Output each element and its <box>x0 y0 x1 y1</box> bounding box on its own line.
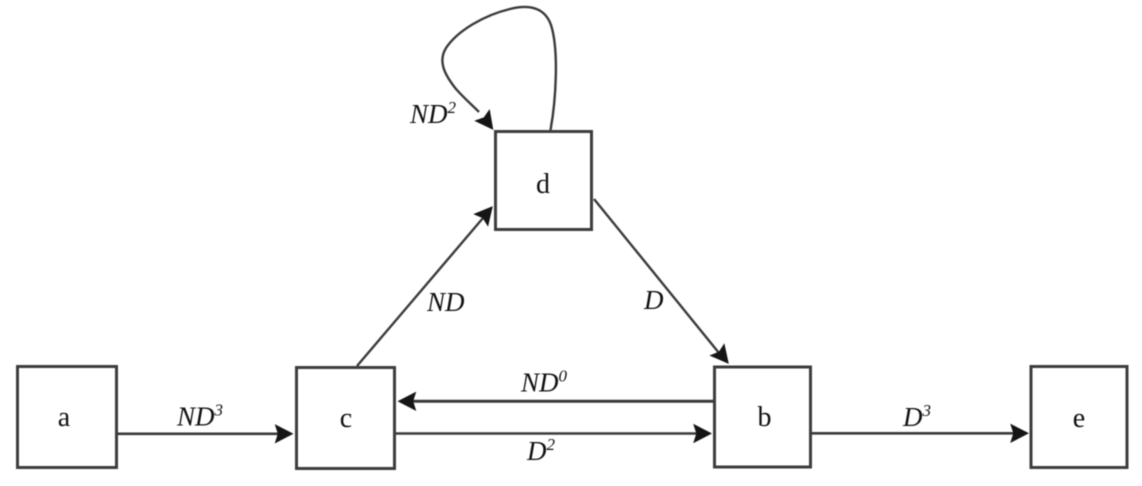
svg-text:e: e <box>1073 403 1085 434</box>
svg-text:c: c <box>340 403 352 434</box>
svg-text:a: a <box>58 402 71 433</box>
svg-text:b: b <box>758 402 772 433</box>
svg-text:D3: D3 <box>902 401 931 432</box>
svg-text:ND: ND <box>426 287 465 317</box>
svg-text:d: d <box>536 169 550 200</box>
svg-text:D: D <box>643 285 664 315</box>
